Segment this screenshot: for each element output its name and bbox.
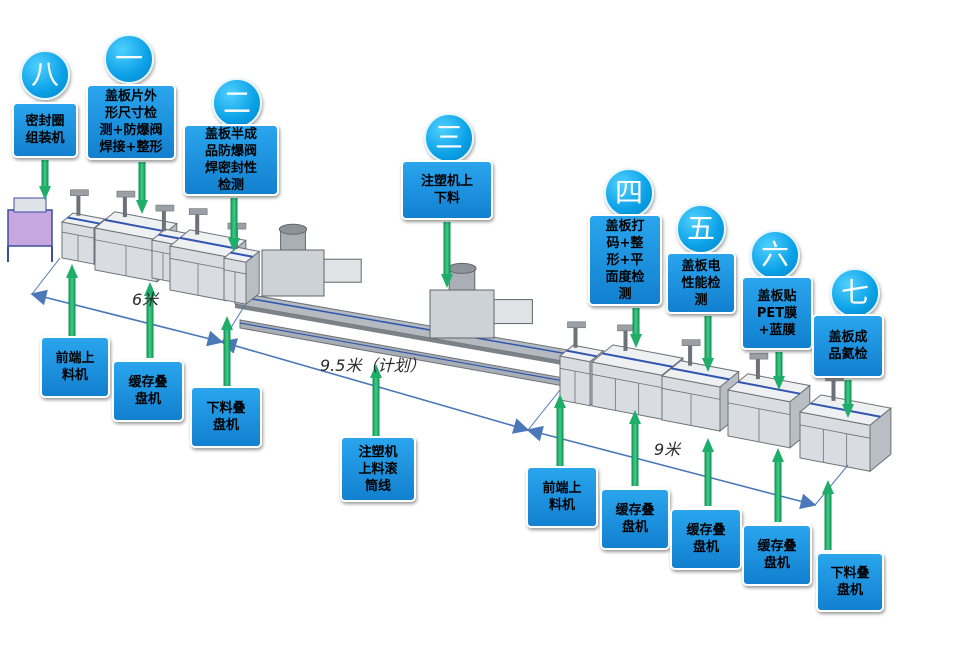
bottom-label-unload-stacker-2: 下料叠 盘机 <box>816 552 884 612</box>
bottom-label-buffer-stacker-1: 缓存叠 盘机 <box>112 360 184 422</box>
arrow-buffer-stacker-1 <box>144 282 156 358</box>
station-number-6: 六 <box>750 230 800 280</box>
arrow-unload-stacker-1 <box>221 316 233 386</box>
arrow-station-5 <box>702 316 714 372</box>
arrow-station-1 <box>136 162 148 214</box>
machine-seal-ring-assembly <box>7 197 53 262</box>
arrow-injection-roller-line <box>370 364 382 436</box>
dim-line-6m <box>30 289 224 347</box>
station-label-7: 盖板成 品氦检 <box>812 314 884 378</box>
machine-unload-stacker-1 <box>222 222 261 306</box>
arrow-station-2 <box>228 198 240 252</box>
bottom-label-buffer-stacker-4: 缓存叠 盘机 <box>742 524 812 586</box>
bottom-label-unload-stacker-1: 下料叠 盘机 <box>190 386 262 448</box>
station-number-7: 七 <box>830 268 880 318</box>
station-label-1: 盖板片外 形尺寸检 测+防爆阀 焊接+整形 <box>86 84 176 160</box>
arrow-buffer-stacker-3 <box>702 438 714 506</box>
indicator-arrows <box>39 160 854 550</box>
station-number-1: 一 <box>104 34 154 84</box>
station-label-4: 盖板打 码+整 形+平 面度检 测 <box>588 214 662 306</box>
station-number-8: 八 <box>20 50 70 100</box>
dim-line-9m <box>526 425 817 510</box>
arrow-buffer-stacker-2 <box>629 410 641 486</box>
machine-station-6 <box>726 352 811 449</box>
station-label-2: 盖板半成 品防爆阀 焊密封性 检测 <box>183 124 279 196</box>
bottom-label-injection-roller-line: 注塑机 上料滚 筒线 <box>340 436 416 502</box>
measurement-6m: 6米 <box>132 290 159 309</box>
bottom-label-buffer-stacker-2: 缓存叠 盘机 <box>600 488 670 550</box>
station-number-5: 五 <box>676 204 726 254</box>
station-number-3: 三 <box>424 113 474 163</box>
arrow-station-3 <box>441 222 453 288</box>
arrow-station-7 <box>842 380 854 418</box>
bottom-label-buffer-stacker-3: 缓存叠 盘机 <box>670 508 742 570</box>
arrow-front-loader-2 <box>554 394 566 466</box>
measurement-9m: 9米 <box>654 440 681 459</box>
arrow-front-loader-1 <box>66 264 78 336</box>
station-label-8: 密封圈 组装机 <box>12 102 78 158</box>
bottom-label-front-loader-1: 前端上 料机 <box>40 336 110 398</box>
measurement-9-5m: 9.5米（计划） <box>320 356 426 375</box>
machine-injection-1 <box>261 223 362 297</box>
arrow-buffer-stacker-4 <box>772 448 784 522</box>
station-number-4: 四 <box>604 168 654 218</box>
machine-station-5 <box>660 339 740 433</box>
station-label-6: 盖板贴 PET膜 +蓝膜 <box>741 276 813 350</box>
arrow-unload-stacker-2 <box>822 480 834 550</box>
machine-injection-2 <box>429 262 533 339</box>
arrow-station-6 <box>773 352 785 390</box>
arrow-station-4 <box>630 308 642 348</box>
bottom-label-front-loader-2: 前端上 料机 <box>526 466 598 528</box>
station-label-3: 注塑机上 下料 <box>401 160 493 220</box>
station-label-5: 盖板电 性能检 测 <box>666 252 736 314</box>
arrow-station-8 <box>39 160 51 200</box>
station-number-2: 二 <box>212 78 262 128</box>
